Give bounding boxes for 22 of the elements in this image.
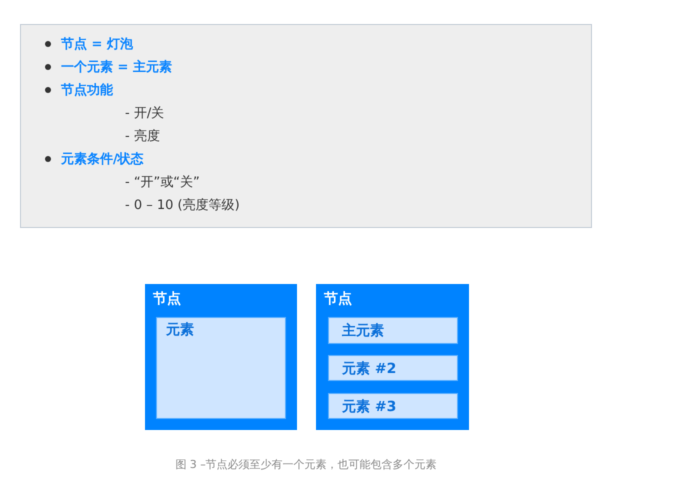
element-label: 主元素 — [342, 322, 384, 340]
list-panel — [20, 24, 592, 228]
element-box — [328, 355, 458, 381]
node-box — [145, 284, 297, 430]
element-box — [328, 393, 458, 419]
element-label: 元素 — [166, 321, 194, 339]
list-item: - 0 – 10 (亮度等级) — [125, 197, 240, 214]
list-item: - 开/关 — [125, 105, 164, 122]
list-item: 元素条件/状态 — [61, 150, 144, 168]
list-item: - “开”或“关” — [125, 174, 200, 191]
list-item: 节点功能 — [61, 82, 113, 99]
node-title: 节点 — [324, 290, 352, 308]
element-box — [328, 317, 458, 344]
list-item: 一个元素 = 主元素 — [61, 58, 172, 76]
element-label: 元素 #3 — [342, 398, 396, 416]
caption: 图 3 –节点必须至少有一个元素，也可能包含多个元素 — [174, 457, 438, 472]
list-item: - 亮度 — [125, 128, 160, 145]
element-label: 元素 #2 — [342, 360, 396, 378]
node-box — [316, 284, 469, 430]
element-box — [156, 317, 286, 419]
list-item: 节点 = 灯泡 — [61, 36, 133, 53]
node-title: 节点 — [153, 290, 181, 308]
